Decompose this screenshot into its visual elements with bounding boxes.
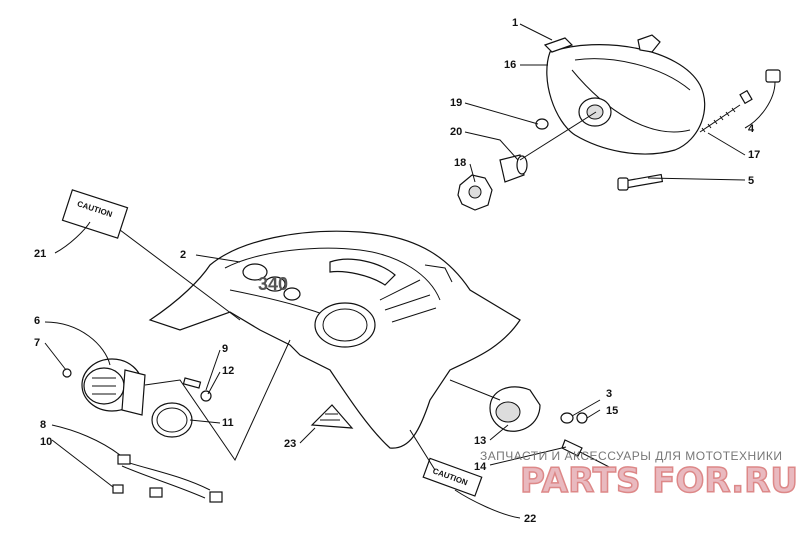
gauge-body — [81, 358, 146, 416]
callout-10: 10 — [40, 436, 52, 448]
gauge-bezel-ring — [151, 402, 193, 438]
headlight-clip — [543, 37, 574, 53]
callout-8: 8 — [40, 419, 46, 431]
watermark-tagline: ЗАПЧАСТИ И АКСЕССУАРЫ ДЛЯ МОТОТЕХНИКИ — [480, 449, 782, 463]
wiring-harness — [112, 454, 223, 503]
callout-22: 22 — [524, 513, 536, 525]
gauge-screw — [62, 368, 72, 378]
callout-13: 13 — [474, 435, 486, 447]
callout-2: 2 — [180, 249, 186, 261]
caution-decal-22: CAUTION — [422, 457, 483, 497]
callout-4: 4 — [748, 123, 755, 135]
gauge-nut — [200, 390, 212, 402]
watermark-brand: PARTS FOR.RU — [520, 461, 798, 501]
callout-7: 7 — [34, 337, 40, 349]
hood-console: 340 — [148, 230, 521, 449]
callout-1: 1 — [512, 17, 518, 29]
callout-19: 19 — [450, 97, 462, 109]
headlight-housing — [546, 34, 706, 155]
callout-18: 18 — [454, 157, 466, 169]
callout-11: 11 — [222, 417, 234, 429]
gauge-bracket — [182, 377, 202, 389]
callout-3: 3 — [606, 388, 612, 400]
retaining-ring — [457, 174, 493, 211]
callout-17: 17 — [748, 149, 760, 161]
headlight-screw — [617, 173, 664, 191]
callout-23: 23 — [284, 438, 296, 450]
watermark: ЗАПЧАСТИ И АКСЕССУАРЫ ДЛЯ МОТОТЕХНИКИ PA… — [480, 449, 799, 502]
caution-decal-21: CAUTION — [61, 189, 129, 239]
callout-9: 9 — [222, 343, 228, 355]
light-socket — [561, 439, 616, 471]
callout-14: 14 — [474, 461, 487, 473]
light-housing — [489, 386, 541, 432]
washer — [560, 412, 574, 424]
callout-21: 21 — [34, 248, 46, 260]
callout-20: 20 — [450, 126, 462, 138]
bulb-socket — [499, 118, 549, 183]
warning-triangle-decal — [310, 404, 354, 429]
callout-16: 16 — [504, 59, 516, 71]
nut — [576, 412, 588, 424]
callout-12: 12 — [222, 365, 234, 377]
hood-model-label: 340 — [258, 274, 288, 294]
callout-numbers: 1 2 3 4 5 6 7 8 9 10 11 12 13 14 15 16 1… — [34, 17, 760, 525]
headlight-adjuster-spring — [699, 69, 781, 133]
callout-6: 6 — [34, 315, 40, 327]
leader-lines — [44, 23, 776, 519]
callout-15: 15 — [606, 405, 618, 417]
callout-5: 5 — [748, 175, 754, 187]
